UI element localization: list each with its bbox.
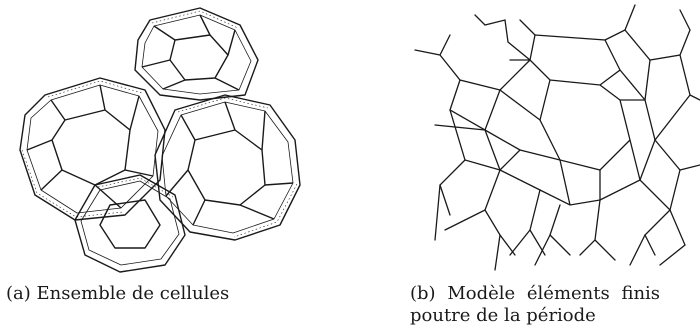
bottom-cell <box>74 174 186 273</box>
caption-a-label: (a) <box>6 283 31 304</box>
subfigure-a: (a) Ensemble de cellules <box>0 0 330 333</box>
beam-branches <box>414 4 700 271</box>
top-cell <box>134 7 259 101</box>
caption-b-text-line1: Modèle éléments finis <box>447 283 661 304</box>
strut-texture <box>21 10 298 238</box>
caption-b-label: (b) <box>410 283 436 304</box>
left-cell <box>19 77 166 221</box>
caption-b: (b) Modèle éléments finis poutre de la p… <box>410 283 700 327</box>
right-cell <box>154 94 301 241</box>
cell-cluster-diagram <box>19 7 301 273</box>
caption-a: (a) Ensemble de cellules <box>6 283 229 305</box>
subfigure-b: (b) Modèle éléments finis poutre de la p… <box>380 0 700 333</box>
beam-model-diagram <box>414 4 700 271</box>
caption-a-text: Ensemble de cellules <box>36 283 230 304</box>
caption-b-text-line2: poutre de la période <box>410 305 596 326</box>
